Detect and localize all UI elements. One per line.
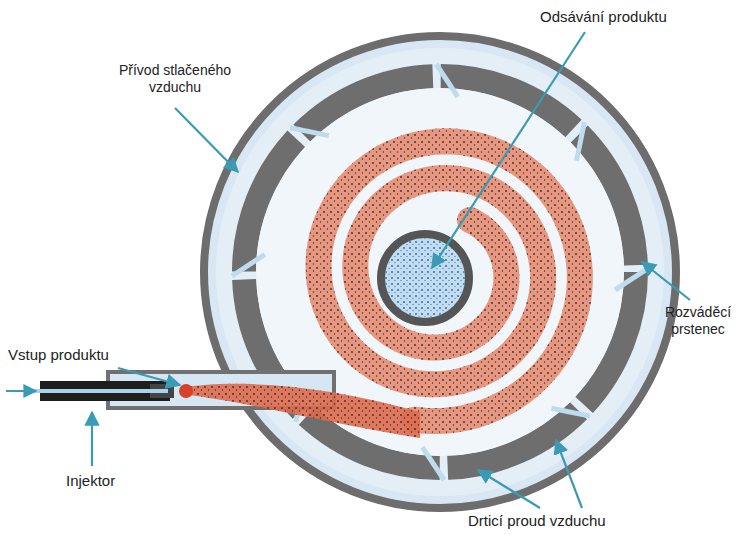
air-jet (615, 268, 648, 290)
air-jet (551, 408, 590, 416)
product-spiral (319, 141, 580, 421)
air-jet (436, 64, 458, 97)
air-jet (422, 447, 444, 480)
leader-line (642, 262, 690, 300)
leader-line (118, 368, 180, 385)
part-label: Injektor (66, 472, 146, 490)
mill-housing (204, 36, 676, 508)
part-label: Rozváděcí prstenec (662, 304, 734, 338)
leader-line (175, 108, 238, 172)
nozzle-jets (232, 64, 648, 480)
inlet-arrow (6, 390, 36, 392)
leader-line (556, 440, 582, 508)
outlet-particles (385, 238, 465, 318)
air-jet (290, 128, 329, 136)
particle-texture (319, 141, 580, 421)
feed-nozzle-tip (179, 384, 193, 398)
product-stream (180, 384, 420, 438)
leader-line (478, 470, 540, 508)
air-jet (232, 254, 265, 276)
leader-line (432, 32, 585, 268)
part-label: Drticí proud vzduchu (468, 512, 668, 530)
part-label: Vstup produktu (8, 346, 138, 364)
part-label: Odsávání produktu (540, 8, 710, 26)
stream-texture (180, 384, 420, 438)
product-outlet (381, 234, 469, 322)
air-band (216, 48, 664, 496)
injector-air (30, 389, 168, 393)
leader-line (91, 412, 93, 466)
air-jet (577, 122, 585, 161)
part-label: Přívod stlačeného vzduchu (95, 62, 255, 96)
